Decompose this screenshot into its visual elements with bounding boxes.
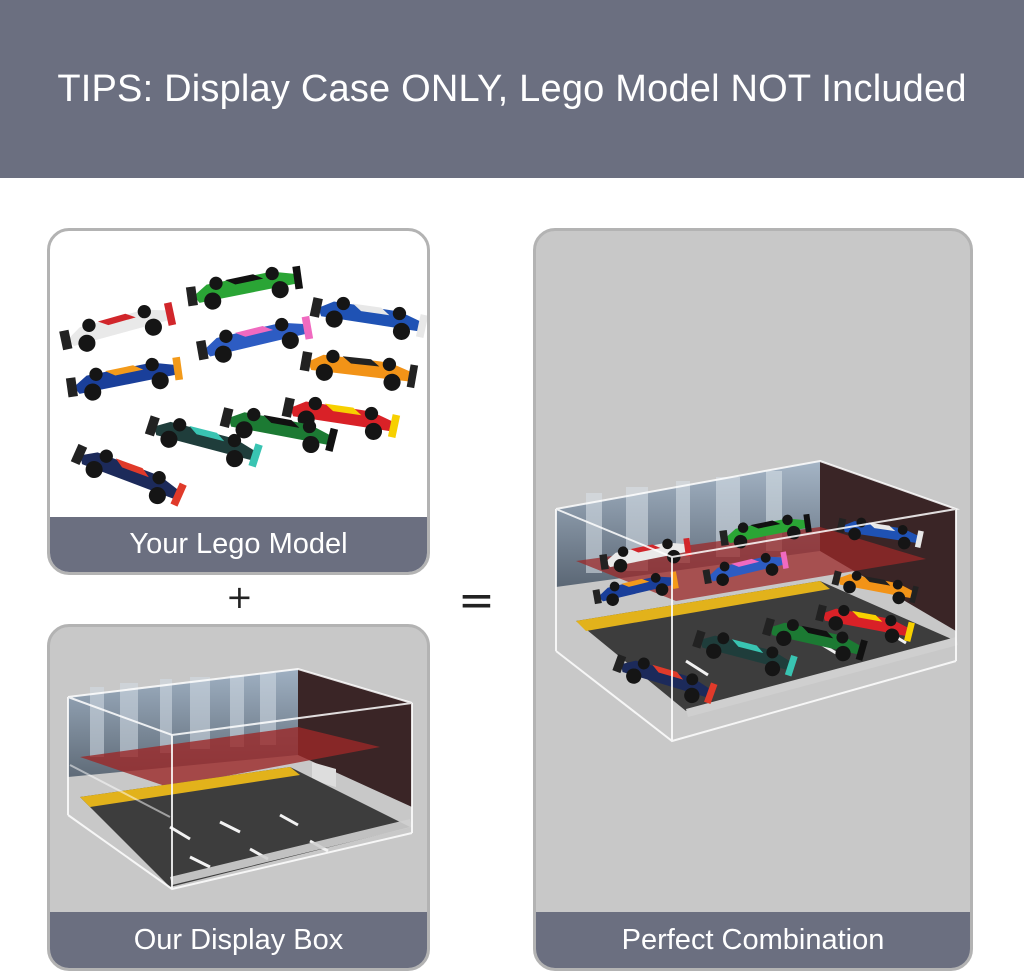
car-white-red [59, 301, 177, 352]
lego-model-panel: Your Lego Model [47, 228, 430, 575]
car-teal [144, 415, 263, 468]
car-navy-red [612, 654, 718, 705]
car-red [815, 604, 915, 643]
car-green [185, 265, 304, 310]
car-orange [831, 570, 919, 605]
car-dark-green [762, 617, 868, 662]
display-box-panel: Our Display Box [47, 624, 430, 971]
car-blue-pink [702, 551, 789, 586]
display-box-caption: Our Display Box [50, 912, 427, 968]
combination-image [555, 459, 960, 743]
car-blue [309, 296, 427, 340]
equals-sign: = [458, 575, 495, 626]
banner-title: TIPS: Display Case ONLY, Lego Model NOT … [57, 67, 967, 110]
car-orange [299, 349, 419, 391]
car-red [281, 396, 401, 440]
combination-caption: Perfect Combination [536, 912, 970, 968]
lego-cars-image [59, 265, 427, 507]
car-navy-red [70, 443, 187, 507]
plus-sign: + [226, 578, 253, 616]
car-dark-blue [592, 571, 679, 606]
car-teal [692, 629, 798, 677]
combination-panel: Perfect Combination [533, 228, 973, 971]
side-wall [298, 669, 412, 807]
header-banner: TIPS: Display Case ONLY, Lego Model NOT … [0, 0, 1024, 178]
display-box-image [67, 667, 413, 891]
car-dark-blue [65, 356, 184, 401]
lego-model-caption: Your Lego Model [50, 517, 427, 572]
parking-floor [80, 767, 410, 887]
car-white-red [599, 537, 692, 573]
car-dark-green [219, 407, 339, 454]
car-blue-pink [196, 315, 314, 363]
